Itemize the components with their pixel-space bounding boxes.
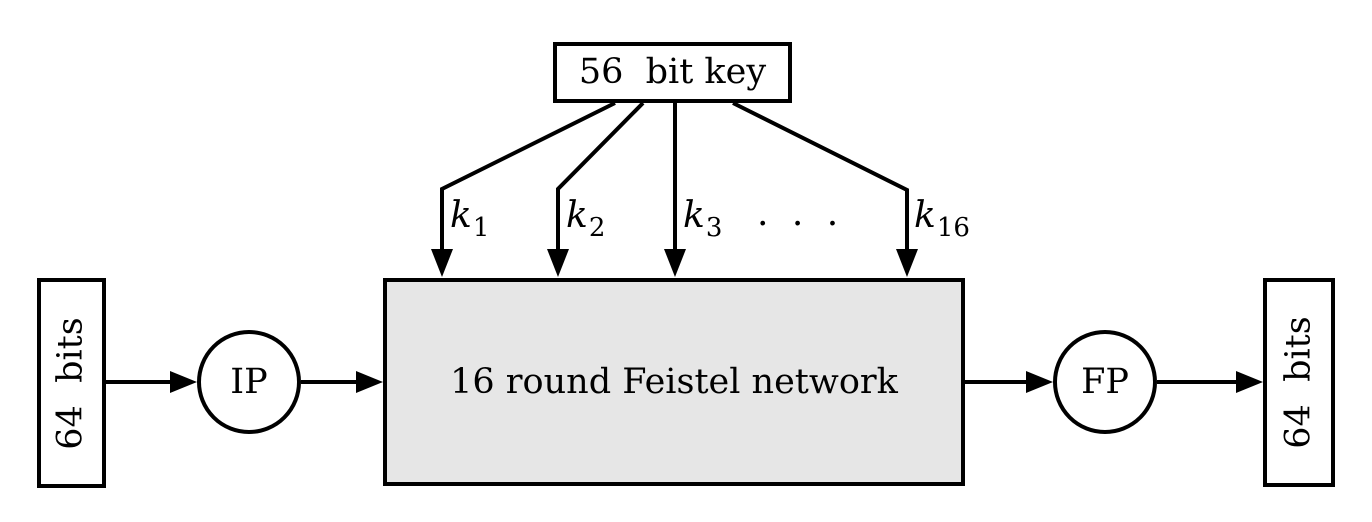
round-key-k2-base: k bbox=[566, 195, 588, 236]
arrow-line-key-to-k2 bbox=[556, 101, 645, 253]
round-key-label-k16: k16 bbox=[914, 195, 970, 242]
input-bits-label: 64 bits bbox=[51, 316, 92, 450]
fp-node-label: FP bbox=[1081, 361, 1129, 402]
output-bits-box: 64 bits bbox=[1263, 278, 1335, 487]
key-box: 56 bit key bbox=[553, 42, 792, 103]
round-key-label-k2: k2 bbox=[566, 195, 605, 242]
arrowhead-k16-icon bbox=[896, 249, 918, 277]
arrowhead-ip-to-feistel-icon bbox=[356, 371, 383, 393]
arrowhead-k1-icon bbox=[431, 249, 453, 277]
round-key-k3-subscript: 3 bbox=[705, 213, 723, 243]
fp-node: FP bbox=[1053, 330, 1157, 434]
ip-node: IP bbox=[197, 330, 301, 434]
round-key-label-k3: k3 bbox=[683, 195, 722, 242]
arrowheads bbox=[170, 249, 1263, 393]
arrowhead-k2-icon bbox=[547, 249, 569, 277]
arrowhead-k3-icon bbox=[664, 249, 686, 277]
key-box-label: 56 bit key bbox=[578, 52, 767, 92]
connector-lines bbox=[105, 101, 1240, 384]
round-key-k2-subscript: 2 bbox=[588, 213, 606, 243]
arrow-line-key-to-k16 bbox=[732, 101, 909, 253]
ellipsis-label: . . . bbox=[757, 193, 845, 234]
ip-node-label: IP bbox=[230, 361, 268, 402]
input-bits-box: 64 bits bbox=[37, 278, 106, 488]
arrowhead-feistel-to-fp-icon bbox=[1026, 371, 1053, 393]
output-bits-label: 64 bits bbox=[1278, 316, 1319, 449]
round-key-k16-subscript: 16 bbox=[936, 213, 970, 243]
arrow-line-key-to-k1 bbox=[440, 101, 616, 253]
feistel-network-box: 16 round Feistel network bbox=[383, 278, 965, 486]
round-key-k3-base: k bbox=[683, 195, 705, 236]
round-key-k16-base: k bbox=[914, 195, 936, 236]
round-key-k1-base: k bbox=[450, 195, 472, 236]
arrowhead-input-to-ip-icon bbox=[170, 371, 197, 393]
feistel-network-label: 16 round Feistel network bbox=[450, 361, 898, 402]
round-key-k1-subscript: 1 bbox=[472, 213, 490, 243]
arrowhead-fp-to-output-icon bbox=[1236, 371, 1263, 393]
round-key-label-k1: k1 bbox=[450, 195, 489, 242]
